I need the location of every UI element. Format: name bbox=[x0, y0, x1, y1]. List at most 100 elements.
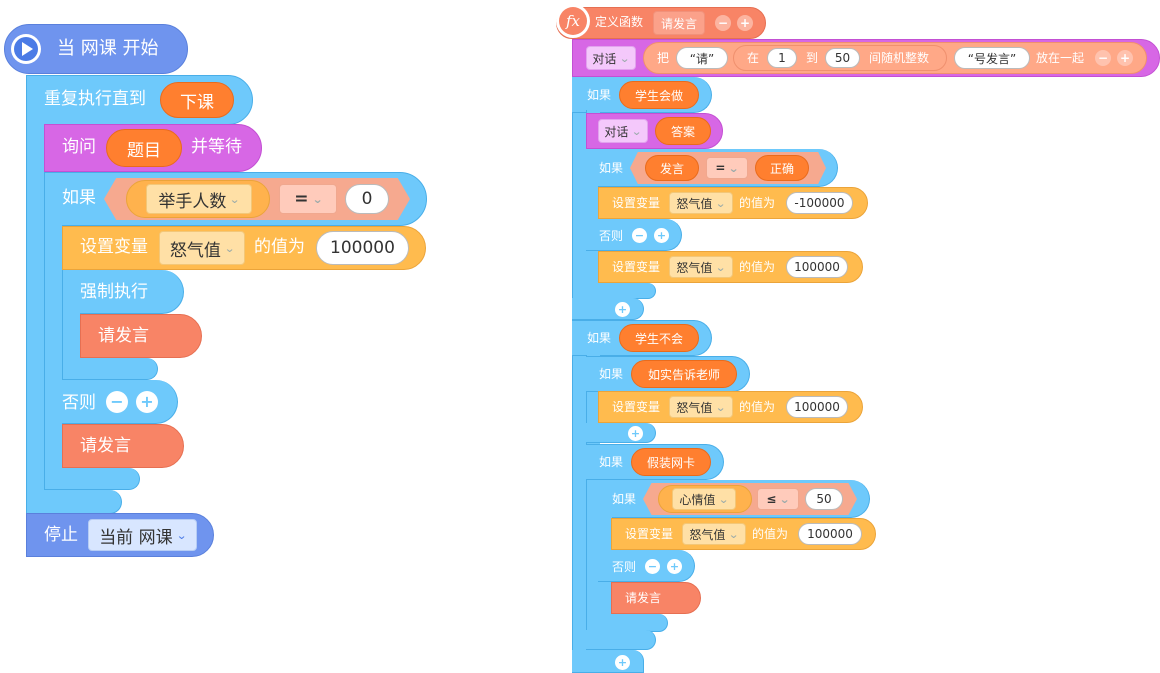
set-var-mid: 的值为 bbox=[254, 237, 305, 257]
set-var-label: 设置变量 bbox=[80, 237, 148, 257]
string-speak[interactable]: “号发言” bbox=[954, 47, 1030, 69]
var-dropdown-hands[interactable]: 举手人数⌄ bbox=[146, 184, 252, 214]
chevron-down-icon: ⌄ bbox=[223, 241, 236, 255]
minus-button[interactable]: − bbox=[1095, 50, 1111, 66]
call-block-2[interactable] bbox=[62, 424, 184, 468]
if-label-d: 如果 bbox=[599, 367, 624, 381]
set-var-value-d[interactable]: 100000 bbox=[786, 396, 848, 418]
event-label: 当 网课 开始 bbox=[57, 38, 159, 59]
dialog-dropdown-2[interactable]: 对话⌄ bbox=[598, 119, 648, 143]
join-label-a: 把 bbox=[657, 51, 670, 65]
if-label-e: 如果 bbox=[599, 455, 624, 469]
op-dropdown[interactable]: =⌄ bbox=[279, 184, 337, 214]
plus-button[interactable]: + bbox=[654, 228, 669, 243]
call-block[interactable] bbox=[80, 314, 202, 358]
mood-dropdown[interactable]: 心情值⌄ bbox=[672, 488, 736, 510]
define-function-label: 定义函数 bbox=[595, 15, 644, 29]
correct-reporter[interactable]: 正确 bbox=[755, 155, 809, 181]
stop-label: 停止 bbox=[44, 525, 78, 545]
chevron-down-icon: ⌄ bbox=[229, 192, 241, 206]
ask-question[interactable]: 题目 bbox=[106, 129, 182, 167]
if-label-c: 如果 bbox=[587, 331, 612, 345]
if-label-f: 如果 bbox=[612, 492, 637, 506]
set-var-value-b[interactable]: -100000 bbox=[786, 192, 853, 214]
chevron-down-icon: ⌄ bbox=[728, 527, 740, 541]
set-var-label-f: 设置变量 bbox=[625, 527, 674, 541]
chevron-down-icon: ⌄ bbox=[631, 124, 643, 138]
if-condition-a[interactable]: 学生会做 bbox=[619, 81, 699, 109]
chevron-down-icon: ⌄ bbox=[728, 161, 740, 175]
plus-button[interactable]: + bbox=[615, 302, 630, 317]
random-label-c: 间随机整数 bbox=[869, 51, 930, 65]
force-arm bbox=[62, 310, 80, 370]
chevron-down-icon: ⌄ bbox=[619, 51, 631, 65]
set-var-dropdown-c[interactable]: 怒气值⌄ bbox=[669, 256, 733, 278]
random-max[interactable]: 50 bbox=[825, 48, 860, 68]
force-block[interactable] bbox=[62, 270, 184, 314]
join-label-b: 放在一起 bbox=[1036, 51, 1085, 65]
random-label-a: 在 bbox=[747, 51, 760, 65]
set-var-value-c[interactable]: 100000 bbox=[786, 256, 848, 278]
set-var-value-f[interactable]: 100000 bbox=[798, 523, 862, 545]
function-body bbox=[572, 75, 588, 673]
minus-button[interactable]: − bbox=[715, 15, 731, 31]
compare-value[interactable]: 0 bbox=[345, 184, 389, 214]
mood-threshold[interactable]: 50 bbox=[805, 488, 843, 510]
if-arm bbox=[44, 222, 62, 470]
chevron-down-icon: ⌄ bbox=[715, 260, 727, 274]
repeat-label: 重复执行直到 bbox=[44, 89, 146, 109]
force-bottom bbox=[62, 358, 158, 380]
set-var-mid-b: 的值为 bbox=[739, 196, 776, 210]
minus-button[interactable]: − bbox=[645, 559, 660, 574]
call-label-2: 请发言 bbox=[80, 436, 131, 456]
set-var-label-d: 设置变量 bbox=[612, 400, 661, 414]
dialog-dropdown[interactable]: 对话⌄ bbox=[586, 46, 636, 70]
function-name[interactable]: 请发言 bbox=[653, 11, 705, 35]
if-bottom-a bbox=[572, 298, 644, 320]
set-var-dropdown-f[interactable]: 怒气值⌄ bbox=[682, 523, 746, 545]
set-var-label-b: 设置变量 bbox=[612, 196, 661, 210]
if-label: 如果 bbox=[62, 188, 96, 208]
if-bottom-d bbox=[586, 423, 656, 443]
repeat-bottom bbox=[26, 490, 122, 514]
if-condition-d[interactable]: 如实告诉老师 bbox=[631, 360, 737, 388]
stop-target-dropdown[interactable]: 当前 网课⌄ bbox=[88, 519, 197, 551]
call-label-f: 请发言 bbox=[625, 591, 662, 605]
ask-label: 询问 bbox=[62, 137, 96, 157]
speak-reporter[interactable]: 发言 bbox=[645, 155, 699, 181]
random-label-b: 到 bbox=[806, 51, 819, 65]
string-please[interactable]: “请” bbox=[676, 47, 728, 69]
set-var-dropdown[interactable]: 怒气值⌄ bbox=[159, 231, 245, 265]
call-block-f[interactable] bbox=[611, 582, 701, 614]
minus-button[interactable]: − bbox=[106, 391, 128, 413]
fx-icon: fx bbox=[556, 4, 590, 38]
chevron-down-icon: ⌄ bbox=[779, 492, 791, 506]
repeat-condition[interactable]: 下课 bbox=[160, 82, 234, 118]
op-dropdown-b[interactable]: =⌄ bbox=[706, 157, 748, 179]
minus-button[interactable]: − bbox=[632, 228, 647, 243]
op-dropdown-f[interactable]: ≤⌄ bbox=[757, 488, 799, 510]
if-bottom-c bbox=[572, 650, 644, 673]
play-icon bbox=[4, 24, 48, 74]
set-var-value[interactable]: 100000 bbox=[316, 231, 409, 265]
repeat-arm bbox=[26, 120, 46, 510]
plus-button[interactable]: + bbox=[1117, 50, 1133, 66]
plus-button[interactable]: + bbox=[667, 559, 682, 574]
else-label-b: 否则 bbox=[599, 229, 624, 243]
chevron-down-icon: ⌄ bbox=[715, 196, 727, 210]
if-bottom-b bbox=[586, 283, 656, 299]
random-min[interactable]: 1 bbox=[767, 48, 797, 68]
chevron-down-icon: ⌄ bbox=[311, 192, 323, 206]
plus-button[interactable]: + bbox=[136, 391, 158, 413]
set-var-dropdown-b[interactable]: 怒气值⌄ bbox=[669, 192, 733, 214]
if-condition-e[interactable]: 假装网卡 bbox=[631, 448, 711, 476]
answer-reporter[interactable]: 答案 bbox=[655, 117, 711, 145]
plus-button[interactable]: + bbox=[737, 15, 753, 31]
plus-button[interactable]: + bbox=[628, 426, 643, 441]
set-var-mid-d: 的值为 bbox=[739, 400, 776, 414]
if-label-b: 如果 bbox=[599, 161, 624, 175]
if-condition-c[interactable]: 学生不会 bbox=[619, 324, 699, 352]
plus-button[interactable]: + bbox=[615, 655, 630, 670]
set-var-dropdown-d[interactable]: 怒气值⌄ bbox=[669, 396, 733, 418]
